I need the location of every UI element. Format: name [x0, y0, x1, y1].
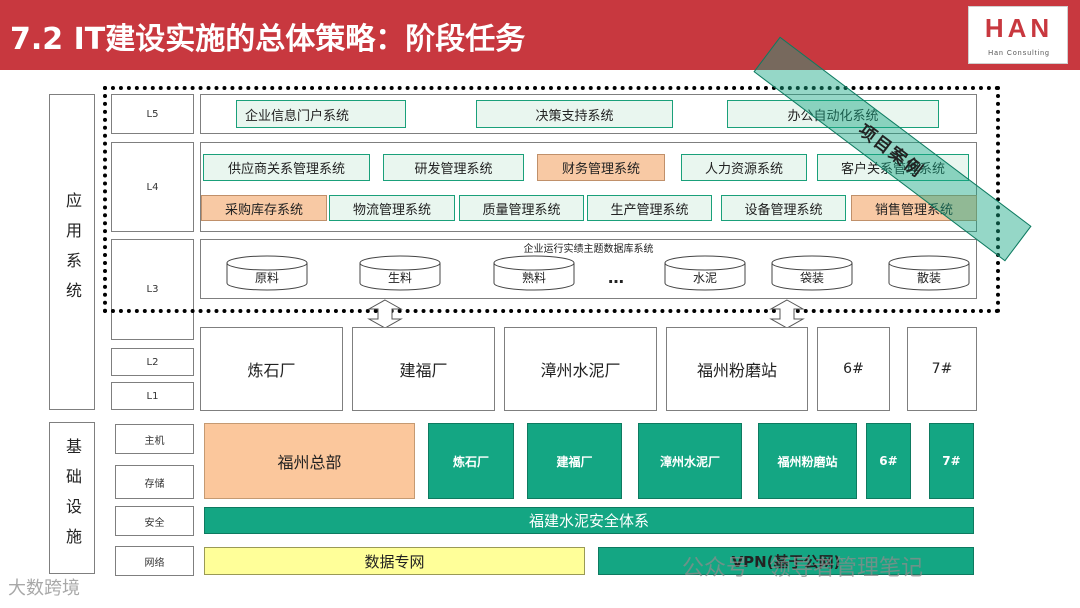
application-systems-label: 应用系统 [49, 94, 95, 410]
private-network-bar: 数据专网 [204, 547, 585, 575]
l4-system: 销售管理系统 [851, 195, 977, 221]
logo-brand: HAN [984, 13, 1054, 43]
security-bar: 福建水泥安全体系 [204, 507, 974, 534]
database-icon [888, 255, 970, 291]
l4-system: 质量管理系统 [459, 195, 584, 221]
plant-box: 建福厂 [352, 327, 495, 411]
level-l2: L2 [111, 348, 194, 376]
database-label: 熟料 [521, 271, 546, 285]
l4-system: 客户关系管理系统 [817, 154, 969, 181]
infra-site: 漳州水泥厂 [638, 423, 742, 499]
l5-system: 办公自动化系统 [727, 100, 939, 128]
database-layer [226, 255, 970, 291]
l4-system: 供应商关系管理系统 [203, 154, 370, 181]
logo-subtitle: Han Consulting [988, 50, 1050, 57]
infra-site: 建福厂 [527, 423, 622, 499]
plant-box: 6# [817, 327, 890, 411]
infra-site: 炼石厂 [428, 423, 514, 499]
plant-box: 漳州水泥厂 [504, 327, 657, 411]
double-arrow-icon [769, 299, 805, 329]
infra-security-label: 安全 [115, 506, 194, 536]
han-logo: HAN Han Consulting [968, 6, 1068, 64]
database-label: 水泥 [692, 271, 717, 285]
l3-title: 企业运行实绩主题数据库系统 [523, 244, 654, 255]
database-icon [359, 255, 441, 291]
database-label: 散装 [916, 271, 941, 285]
database-icon [771, 255, 853, 291]
hq-site: 福州总部 [204, 423, 415, 499]
plant-box: 福州粉磨站 [666, 327, 808, 411]
l4-system: 人力资源系统 [681, 154, 807, 181]
database-icon [664, 255, 746, 291]
l4-system: 采购库存系统 [201, 195, 327, 221]
project-boundary [103, 86, 1000, 313]
application-label-text: 应用系统 [63, 192, 82, 312]
l4-system: 物流管理系统 [329, 195, 455, 221]
level-l5: L5 [111, 94, 194, 134]
vpn-bar: VPN(基于公网) [598, 547, 974, 575]
l4-system: 研发管理系统 [383, 154, 524, 181]
level-l3: L3 [111, 239, 194, 340]
title-bar [0, 0, 1080, 70]
infra-site: 7# [929, 423, 974, 499]
l4-system: 生产管理系统 [587, 195, 712, 221]
infra-storage-label: 存储 [115, 465, 194, 499]
plant-box: 炼石厂 [200, 327, 343, 411]
page-title: 7.2 IT建设实施的总体策略：阶段任务 [10, 22, 526, 57]
l5-system: 决策支持系统 [476, 100, 673, 128]
infra-site: 福州粉磨站 [758, 423, 857, 499]
level-l1: L1 [111, 382, 194, 410]
l5-system: 企业信息门户系统 [236, 100, 406, 128]
level-l4: L4 [111, 142, 194, 232]
database-label: 袋装 [799, 271, 824, 285]
infra-host-label: 主机 [115, 424, 194, 454]
database-label: 生料 [387, 271, 412, 285]
infrastructure-label-text: 基础设施 [63, 438, 82, 558]
database-ellipsis: … [608, 268, 624, 287]
infrastructure-label: 基础设施 [49, 422, 95, 574]
infra-network-label: 网络 [115, 546, 194, 576]
database-icon [226, 255, 308, 291]
database-label: 原料 [254, 271, 279, 285]
l4-system: 财务管理系统 [537, 154, 665, 181]
watermark-left: 大数跨境 [8, 578, 80, 599]
double-arrow-icon [367, 299, 403, 329]
watermark-right: 公众号 · 领导者管理笔记 [682, 556, 923, 581]
database-icon [493, 255, 575, 291]
infra-site: 6# [866, 423, 911, 499]
l4-system: 设备管理系统 [721, 195, 846, 221]
plant-box: 7# [907, 327, 977, 411]
